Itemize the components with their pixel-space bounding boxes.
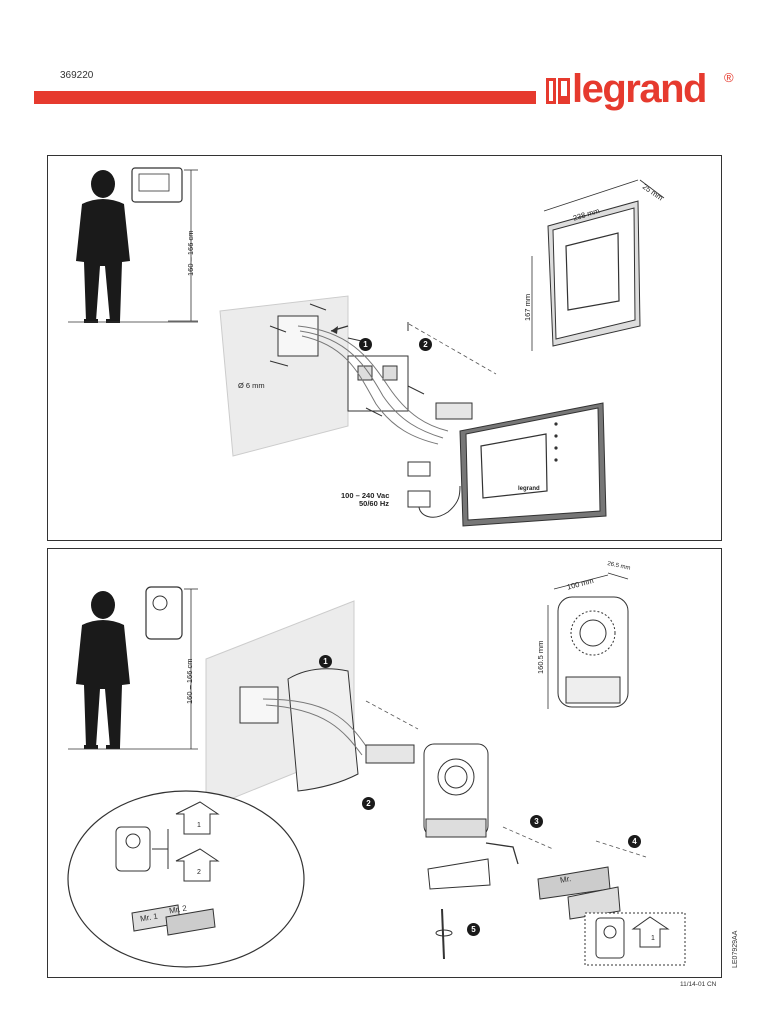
monitor-installation-drawing	[68, 167, 665, 527]
legrand-logo: legrand ®	[544, 67, 744, 114]
power-voltage-label: 100 – 240 Vac	[341, 491, 390, 500]
option-arrow-label-2: 2	[197, 869, 201, 876]
height-dimension-label: 160 – 166 cm	[185, 658, 194, 704]
door-unit-height-dimension: 160.5 mm	[536, 640, 545, 674]
drawing-code: LE07929AA	[732, 930, 739, 968]
drill-diameter-label: Ø 6 mm	[238, 381, 265, 390]
step-marker-3: 3	[530, 815, 543, 828]
step-marker-2: 2	[419, 338, 432, 351]
step-marker-4: 4	[628, 835, 641, 848]
person-silhouette-icon	[76, 591, 130, 749]
header-red-bar	[34, 91, 536, 104]
power-frequency-label: 50/60 Hz	[359, 499, 390, 508]
document-code: 369220	[60, 70, 94, 81]
step-marker-2: 2	[362, 797, 375, 810]
step-marker-1: 1	[359, 338, 372, 351]
monitor-screen-brand: legrand	[518, 486, 540, 492]
nameplate-label-main: Mr.	[559, 874, 572, 885]
door-unit-installation-panel: 160 – 166 cm 100 mm 26.5 mm 160.5 mm 1 2…	[47, 548, 722, 978]
person-silhouette-icon	[76, 170, 130, 323]
height-dimension-label: 160 – 166 cm	[186, 230, 195, 276]
revision-code: 11/14-01 CN	[680, 981, 717, 988]
inset-arrow-label-1: 1	[651, 935, 655, 942]
monitor-height-dimension: 167 mm	[523, 293, 532, 321]
monitor-installation-panel: 160 – 166 cm Ø 6 mm 100 – 240 Vac 50/60 …	[47, 155, 722, 541]
step-marker-5: 5	[467, 923, 480, 936]
option-arrow-label-1: 1	[197, 822, 201, 829]
logo-mark-icon	[546, 78, 570, 104]
step-marker-1: 1	[319, 655, 332, 668]
door-unit-installation-drawing	[67, 572, 686, 968]
brand-name: legrand	[572, 67, 707, 111]
registered-mark: ®	[724, 70, 734, 85]
